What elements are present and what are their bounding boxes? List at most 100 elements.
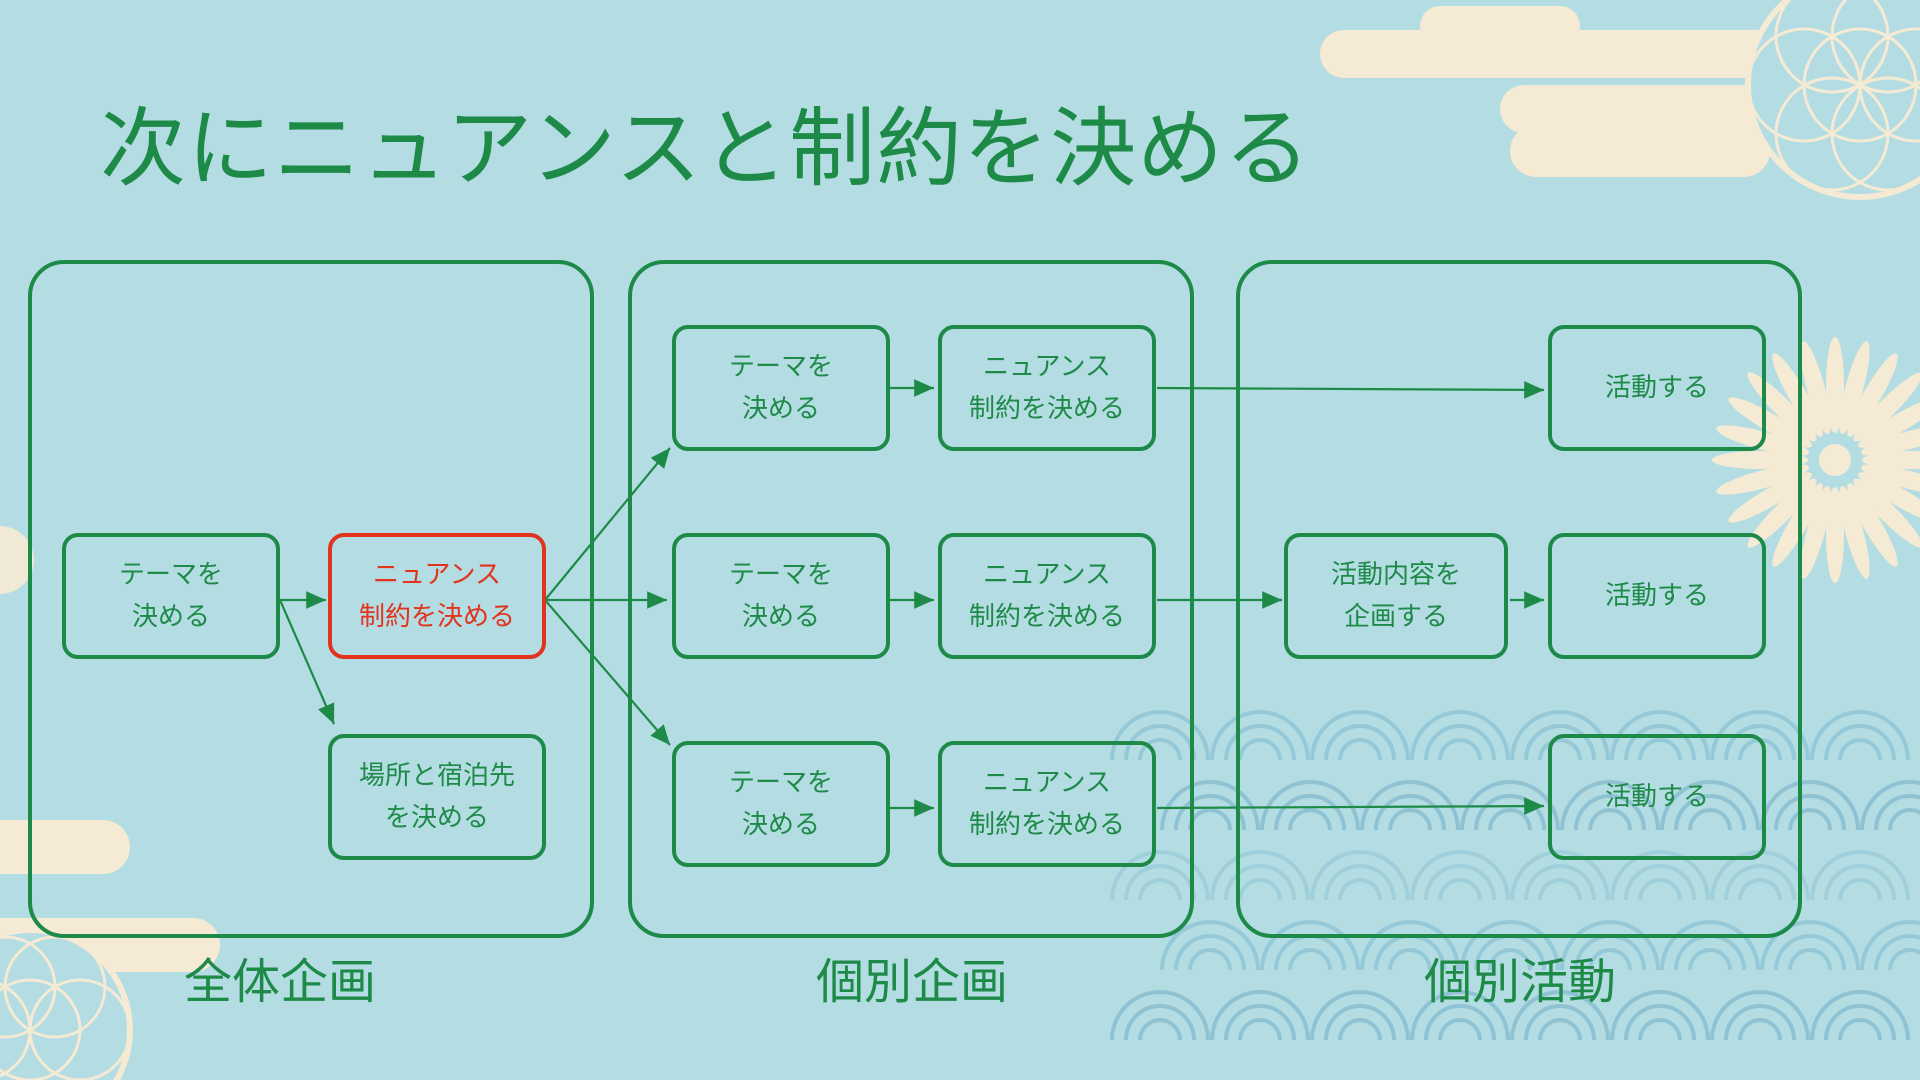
node-overall-place: 場所と宿泊先を決める — [328, 734, 546, 860]
wave-arc — [1660, 780, 1760, 831]
wave-arc — [1738, 878, 1782, 901]
node-overall-nuance: ニュアンス制約を決める — [328, 533, 546, 659]
wave-arc — [1360, 920, 1460, 971]
wave-arc — [1110, 850, 1210, 901]
group-label-individual-plan: 個別企画 — [815, 954, 1008, 1010]
wave-arc — [1560, 920, 1660, 971]
wave-arc — [1624, 1004, 1696, 1041]
pattern-bottom-left — [0, 927, 133, 1080]
wave-arc — [1624, 864, 1696, 901]
petal-shape — [1772, 353, 1823, 437]
node-plan-1-theme: テーマを決める — [672, 325, 890, 451]
wave-arc — [1274, 794, 1346, 831]
petal-shape — [1826, 487, 1844, 583]
petal-shape — [1800, 341, 1831, 434]
wave-arc — [1888, 808, 1920, 831]
wave-arc — [1260, 920, 1360, 971]
wave-arc — [1810, 990, 1910, 1041]
wave-arc — [1610, 850, 1710, 901]
petal-shape — [1716, 464, 1809, 495]
wave-arc — [1838, 878, 1882, 901]
wave-arc — [1110, 990, 1210, 1041]
wave-arc — [1338, 738, 1382, 761]
node-plan-2-nuance: ニュアンス制約を決める — [938, 533, 1156, 659]
wave-arc — [1524, 864, 1596, 901]
wave-arc — [1524, 1004, 1596, 1041]
wave-arc — [1510, 990, 1610, 1041]
wave-arc — [1410, 990, 1510, 1041]
wave-arc — [1110, 710, 1210, 761]
wave-arc — [1138, 1018, 1182, 1041]
wave-arc — [1838, 1018, 1882, 1041]
petal-shape — [1839, 341, 1870, 434]
petal-shape — [1858, 397, 1920, 448]
wave-arc — [1788, 808, 1832, 831]
petal-shape — [1847, 353, 1898, 437]
wave-arc — [1710, 990, 1810, 1041]
wave-arc — [1824, 724, 1896, 761]
wave-arc — [1638, 1018, 1682, 1041]
wave-arc — [1638, 878, 1682, 901]
wave-arc — [1874, 934, 1920, 971]
wave-arc — [1660, 920, 1760, 971]
wave-arc — [1210, 990, 1310, 1041]
wave-arc — [1524, 724, 1596, 761]
petal-shape — [1712, 451, 1808, 469]
petal-shape — [1853, 372, 1920, 442]
wave-arc — [1124, 1004, 1196, 1041]
wave-arc — [1588, 808, 1632, 831]
node-plan-1-nuance: ニュアンス制約を決める — [938, 325, 1156, 451]
wave-arc — [1324, 724, 1396, 761]
wave-arc — [1888, 948, 1920, 971]
wave-arc — [1210, 710, 1310, 761]
node-plan-3-nuance: ニュアンス制約を決める — [938, 741, 1156, 867]
wave-arc — [1760, 780, 1860, 831]
arrow-nuance-to-plan-3 — [544, 599, 671, 746]
node-plan-2-theme: テーマを決める — [672, 533, 890, 659]
wave-arc — [1138, 878, 1182, 901]
wave-pattern-bottom-right — [1110, 710, 1920, 1041]
wave-arc — [1610, 990, 1710, 1041]
wave-arc — [1624, 724, 1696, 761]
wave-arc — [1224, 864, 1296, 901]
wave-arc — [1210, 850, 1310, 901]
cloud-decoration-top — [1320, 6, 1800, 177]
wave-arc — [1460, 780, 1560, 831]
wave-arc — [1724, 864, 1796, 901]
wave-arc — [1610, 710, 1710, 761]
wave-arc — [1310, 710, 1410, 761]
wave-arc — [1538, 1018, 1582, 1041]
wave-arc — [1224, 1004, 1296, 1041]
petal-shape — [1728, 397, 1812, 448]
wave-arc — [1410, 710, 1510, 761]
wave-arc — [1410, 850, 1510, 901]
petal-shape — [1800, 486, 1831, 579]
wave-arc — [1838, 738, 1882, 761]
petal-shape — [1853, 478, 1920, 548]
arrow-plan3-to-activity-3 — [1156, 797, 1545, 815]
wave-arc — [1774, 794, 1846, 831]
wave-arc — [1388, 808, 1432, 831]
group-label-overall: 全体企画 — [183, 954, 376, 1010]
petal-shape — [1728, 472, 1812, 523]
wave-arc — [1638, 738, 1682, 761]
wave-arc — [1188, 948, 1232, 971]
wave-arc — [1338, 878, 1382, 901]
wave-arc — [1360, 780, 1460, 831]
node-activity-plan: 活動内容を企画する — [1284, 533, 1508, 659]
wave-arc — [1674, 794, 1746, 831]
wave-arc — [1474, 794, 1546, 831]
node-plan-3-theme: テーマを決める — [672, 741, 890, 867]
wave-arc — [1388, 948, 1432, 971]
wave-arc — [1538, 878, 1582, 901]
flower-pattern-top-right — [1745, 0, 1920, 200]
petal-shape — [1839, 486, 1870, 579]
wave-arc — [1724, 724, 1796, 761]
petal-shape — [1861, 464, 1920, 495]
wave-arc — [1324, 864, 1396, 901]
wave-arc — [1760, 920, 1860, 971]
node-overall-theme: テーマを決める — [62, 533, 280, 659]
wave-arc — [1788, 948, 1832, 971]
wave-arc — [1488, 808, 1532, 831]
